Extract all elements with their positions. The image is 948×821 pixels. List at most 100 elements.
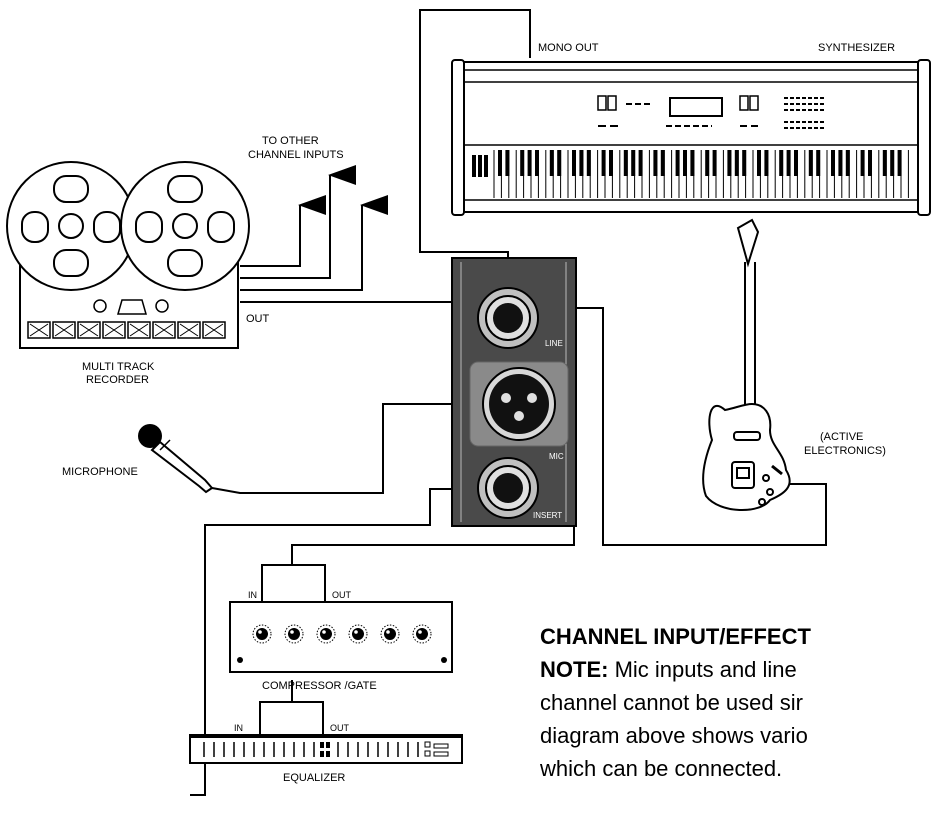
black-key: [535, 150, 539, 176]
microphone-label: MICROPHONE: [62, 466, 138, 478]
black-key: [882, 150, 887, 176]
black-key: [808, 150, 813, 176]
recorder-label-1: MULTI TRACK: [82, 361, 155, 373]
black-key: [727, 150, 732, 176]
equalizer-label: EQUALIZER: [283, 772, 345, 784]
black-key: [586, 150, 591, 176]
button-mark: [29, 323, 49, 337]
button-mark: [179, 323, 199, 337]
black-key: [816, 150, 821, 176]
note-label: NOTE:: [540, 657, 608, 682]
active-electronics-label-1: (ACTIVE: [820, 431, 863, 443]
panel-insert-label: INSERT: [533, 511, 562, 520]
black-key: [572, 150, 576, 176]
synthesizer-label: SYNTHESIZER: [818, 42, 895, 54]
black-key: [609, 150, 613, 176]
black-key: [845, 150, 850, 176]
note-line-1: NOTE: Mic inputs and line: [540, 657, 797, 682]
knob-highlight: [322, 630, 326, 634]
black-key: [757, 150, 761, 176]
to-other-label-2: CHANNEL INPUTS: [248, 149, 344, 161]
active-electronics-label-2: ELECTRONICS): [804, 445, 886, 457]
cable-guitar: [548, 307, 827, 546]
black-key: [498, 150, 502, 176]
multitrack-recorder: [6, 161, 250, 349]
eq-out-label: OUT: [330, 723, 350, 733]
black-key: [705, 150, 710, 176]
black-key: [557, 150, 562, 176]
black-key: [520, 150, 525, 176]
comp-in-label: IN: [248, 590, 257, 600]
note-line-4: which can be connected.: [539, 756, 782, 781]
knob-highlight: [418, 630, 422, 634]
compressor-label: COMPRESSOR /GATE: [262, 680, 377, 692]
note-text: Mic inputs and line: [608, 657, 796, 682]
black-key: [786, 150, 791, 176]
black-key: [794, 150, 798, 176]
cable-eq-in: [259, 701, 324, 735]
button-mark: [54, 323, 74, 337]
button-mark: [204, 323, 224, 337]
black-key: [897, 150, 902, 176]
black-key: [868, 150, 872, 176]
black-key: [712, 150, 717, 176]
synthesizer: [451, 59, 931, 216]
black-key: [505, 150, 510, 176]
black-key: [660, 150, 665, 176]
knob-highlight: [290, 630, 294, 634]
to-other-label-1: TO OTHER: [262, 135, 319, 147]
channel-input-panel: [451, 257, 577, 527]
mono-out-label: MONO OUT: [538, 42, 599, 54]
knob-cap: [320, 628, 332, 640]
black-key: [831, 150, 835, 176]
black-key: [690, 150, 695, 176]
section-title: CHANNEL INPUT/EFFECT: [540, 624, 811, 649]
button-mark: [154, 323, 174, 337]
cable-mic: [211, 403, 470, 494]
black-key: [734, 150, 739, 176]
black-key: [764, 150, 769, 176]
knob-cap: [256, 628, 268, 640]
knob-cap: [416, 628, 428, 640]
microphone: [138, 424, 214, 494]
black-key: [638, 150, 643, 176]
cable-to-other-2: [240, 175, 331, 279]
black-key: [601, 150, 606, 176]
black-key: [838, 150, 843, 176]
note-line-3: diagram above shows vario: [540, 723, 808, 748]
black-key: [742, 150, 747, 176]
knob-highlight: [354, 630, 358, 634]
recorder-label-2: RECORDER: [86, 374, 149, 386]
electric-guitar: [702, 218, 791, 512]
knob-cap: [352, 628, 364, 640]
compressor-gate: [229, 601, 453, 673]
knob-cap: [384, 628, 396, 640]
black-key: [653, 150, 658, 176]
button-mark: [104, 323, 124, 337]
black-key: [631, 150, 636, 176]
black-key: [779, 150, 784, 176]
black-key: [527, 150, 532, 176]
black-key: [860, 150, 865, 176]
button-mark: [79, 323, 99, 337]
panel-mic-label: MIC: [549, 452, 564, 461]
cable-synth-stub: [460, 9, 531, 58]
recorder-out-label: OUT: [246, 313, 270, 325]
cable-insert-send: [190, 488, 470, 796]
panel-line-label: LINE: [545, 339, 563, 348]
reel-left: [21, 175, 121, 277]
knob-highlight: [386, 630, 390, 634]
knob-highlight: [258, 630, 262, 634]
black-key: [675, 150, 680, 176]
black-key: [549, 150, 554, 176]
reel-right: [135, 175, 235, 277]
note-line-2: channel cannot be used sir: [540, 690, 803, 715]
eq-in-label: IN: [234, 723, 243, 733]
cable-comp-in: [261, 564, 326, 602]
equalizer: [189, 734, 463, 764]
comp-out-label: OUT: [332, 590, 352, 600]
black-key: [683, 150, 687, 176]
knob-cap: [288, 628, 300, 640]
